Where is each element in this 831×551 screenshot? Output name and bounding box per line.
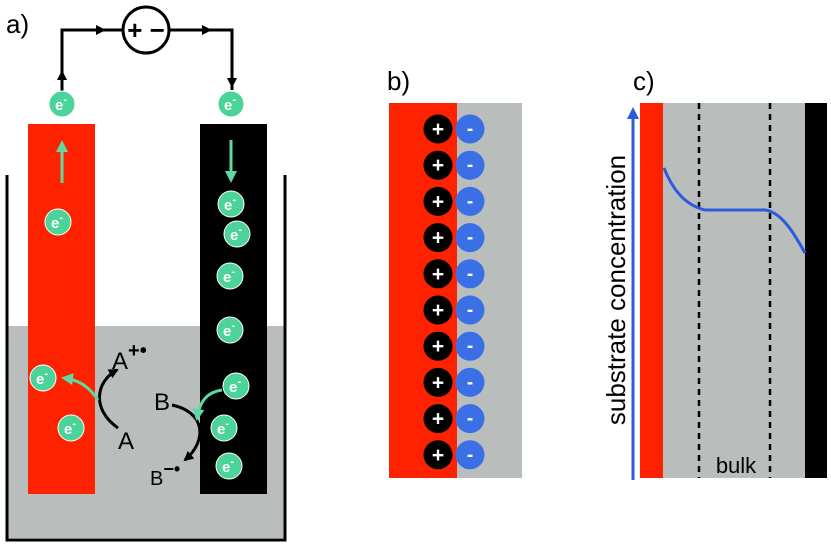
svg-text:e-: e- [217, 418, 229, 438]
svg-text:-: - [467, 191, 473, 212]
electron: e- [222, 372, 250, 400]
concentration-curve [662, 167, 807, 254]
svg-text:-: - [467, 445, 473, 466]
svg-text:-: - [467, 300, 473, 321]
svg-text:e-: e- [224, 94, 236, 114]
cation: + [423, 367, 453, 397]
electron: e- [215, 452, 243, 480]
cation: + [423, 223, 453, 253]
cation: + [423, 259, 453, 289]
svg-text:-: - [467, 155, 473, 176]
svg-text:-: - [467, 372, 473, 393]
circuit-wire-right [170, 28, 234, 90]
species-a-product: A+• [112, 340, 147, 375]
svg-text:+: + [432, 408, 444, 431]
concentration-axis-label: substrate concentration [601, 155, 631, 425]
ion-double-layer: + - + - + - + - + - + - + - + - + - + - [423, 114, 485, 470]
cation: + [423, 404, 453, 434]
electron: e- [217, 90, 245, 118]
svg-text:e-: e- [223, 266, 235, 286]
bulk-electrolyte [663, 103, 805, 478]
svg-text:e-: e- [36, 368, 48, 388]
svg-text:e-: e- [223, 320, 235, 340]
svg-text:+: + [432, 190, 444, 213]
reduction-arrow [171, 403, 202, 462]
electron: e- [210, 414, 238, 442]
panel-a: a) + − e-e-e-e-e-e-e-e-e-e-e-e- A+• A B … [5, 5, 287, 542]
svg-text:+: + [432, 263, 444, 286]
svg-text:e-: e- [55, 94, 67, 114]
anion: - [455, 295, 485, 325]
panel-a-label: a) [6, 9, 29, 39]
electron: e- [48, 90, 76, 118]
electron: e- [216, 316, 244, 344]
species-b-product: B−• [150, 459, 180, 490]
anion: - [455, 186, 485, 216]
cathode-electrode [200, 124, 267, 494]
svg-text:+: + [432, 118, 444, 141]
electron: e- [223, 220, 251, 248]
cathode-electron-transfer-arrow [192, 388, 223, 421]
anion: - [455, 114, 485, 144]
cation: + [423, 150, 453, 180]
svg-text:e-: e- [222, 456, 234, 476]
panel-c: c) bulk substrate concentration [601, 66, 827, 480]
panel-b-label: b) [387, 66, 410, 96]
panel-b: b) + - + - + - + - + - + - + - + - + - + - [387, 66, 522, 478]
electron: e- [57, 414, 85, 442]
electrons: e-e-e-e-e-e-e-e-e-e-e-e- [29, 90, 251, 480]
anion: - [455, 404, 485, 434]
oxidation-arrow [98, 368, 119, 430]
svg-text:e-: e- [229, 376, 241, 396]
cation: + [423, 440, 453, 470]
anion: - [455, 367, 485, 397]
svg-text:-: - [467, 336, 473, 357]
anion: - [455, 331, 485, 361]
anion: - [455, 259, 485, 289]
svg-text:+: + [432, 371, 444, 394]
svg-text:+: + [432, 444, 444, 467]
svg-text:+: + [432, 335, 444, 358]
left-electrode [640, 103, 663, 478]
right-electrode [805, 103, 827, 478]
anion: - [455, 150, 485, 180]
svg-text:-: - [467, 409, 473, 430]
svg-text:e-: e- [224, 194, 236, 214]
svg-text:+: + [432, 154, 444, 177]
cation: + [423, 114, 453, 144]
cation: + [423, 295, 453, 325]
svg-text:+: + [432, 299, 444, 322]
svg-text:e-: e- [230, 224, 242, 244]
anode-electron-transfer-arrow [61, 373, 100, 401]
circuit-wire-left [60, 28, 122, 90]
svg-text:-: - [467, 228, 473, 249]
bulk-label: bulk [716, 453, 757, 478]
anion: - [455, 223, 485, 253]
svg-text:e-: e- [51, 212, 63, 232]
electron: e- [216, 262, 244, 290]
cation: + [423, 186, 453, 216]
anion: - [455, 440, 485, 470]
panel-c-label: c) [633, 66, 655, 96]
power-source-symbol: + − [127, 15, 165, 45]
power-source [121, 5, 171, 55]
species-b: B [154, 389, 170, 416]
species-a: A [118, 428, 134, 455]
svg-text:e-: e- [64, 418, 76, 438]
beaker [5, 175, 287, 542]
electron: e- [217, 190, 245, 218]
svg-text:-: - [467, 119, 473, 140]
svg-text:-: - [467, 264, 473, 285]
svg-text:+: + [432, 227, 444, 250]
cation: + [423, 331, 453, 361]
electron: e- [44, 208, 72, 236]
electron: e- [29, 364, 57, 392]
